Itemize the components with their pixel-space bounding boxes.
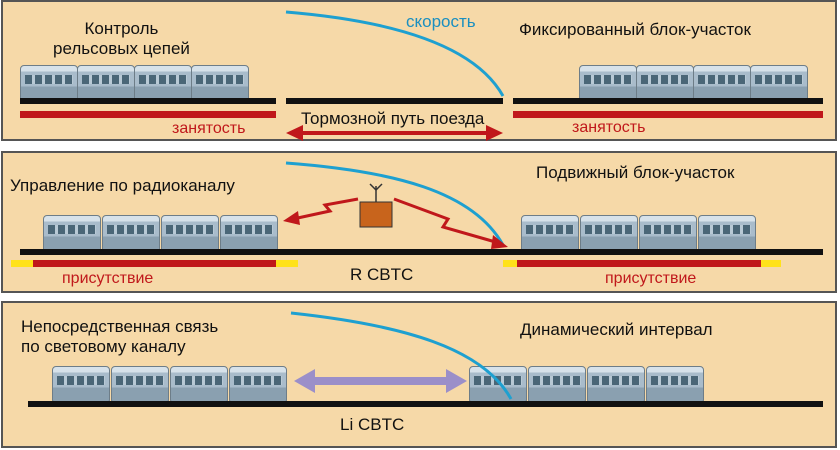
presence-bar <box>517 260 761 267</box>
braking-distance-label: Тормозной путь поезда <box>301 109 485 128</box>
presence-end <box>276 260 298 267</box>
track <box>20 249 823 255</box>
occupancy-label-right: занятость <box>572 119 646 136</box>
braking-distance-arrow <box>286 125 503 141</box>
speed-curve <box>290 311 513 400</box>
track-section <box>286 98 503 104</box>
train-car <box>220 215 278 254</box>
speed-curve <box>285 10 505 97</box>
r-cbtc-label: R CBTC <box>350 265 414 284</box>
presence-end <box>503 260 517 267</box>
fixed-block-label: Фиксированный блок-участок <box>519 20 751 39</box>
occupancy-label-left: занятость <box>172 120 246 137</box>
train-car <box>43 215 101 254</box>
presence-label-left: присутствие <box>62 270 154 287</box>
radio-link-left-arrowhead <box>283 211 300 225</box>
train-car <box>229 366 287 405</box>
presence-end <box>11 260 33 267</box>
li-cbtc-label: Li CBTC <box>340 415 405 434</box>
radio-link-right-arrowhead <box>491 235 508 249</box>
track-circuit-label-line1: Контроль <box>84 19 159 38</box>
radio-block-icon <box>359 183 393 228</box>
speed-curve <box>285 161 505 246</box>
moving-block-label: Подвижный блок-участок <box>536 163 735 182</box>
occupancy-bar <box>20 111 276 118</box>
radio-link-left <box>292 197 359 221</box>
track-circuit-label-line2: рельсовых цепей <box>53 39 190 58</box>
radio-control-label: Управление по радиоканалу <box>10 176 235 195</box>
panel3-graphics <box>290 311 513 400</box>
track-section <box>513 98 823 104</box>
train-car <box>693 65 751 104</box>
optical-link-arrow <box>294 369 467 393</box>
panel1-graphics <box>285 10 505 141</box>
moving-block-panel: Управление по радиоканалу Подвижный блок… <box>1 151 837 293</box>
occupancy-bar <box>513 111 823 118</box>
fixed-block-panel: Контроль рельсовых цепей скорость Фиксир… <box>1 0 837 141</box>
presence-label-right: присутствие <box>605 270 697 287</box>
presence-bar <box>33 260 276 267</box>
train-car <box>639 215 697 254</box>
dynamic-interval-panel: Непосредственная связь по световому кана… <box>1 301 837 448</box>
track-circuit-label: Контроль рельсовых цепей <box>53 19 190 59</box>
panel2-graphics <box>283 161 508 249</box>
presence-end <box>761 260 781 267</box>
dynamic-interval-label: Динамический интервал <box>520 320 713 339</box>
optical-link-label: Непосредственная связь по световому кана… <box>21 317 218 357</box>
optical-link-label-line1: Непосредственная связь <box>21 317 219 336</box>
track-section <box>20 98 276 104</box>
train-car <box>102 215 160 254</box>
speed-label: скорость <box>406 12 476 31</box>
radio-link-right <box>393 197 500 245</box>
optical-link-label-line2: по световому каналу <box>21 337 186 356</box>
track <box>28 401 823 407</box>
